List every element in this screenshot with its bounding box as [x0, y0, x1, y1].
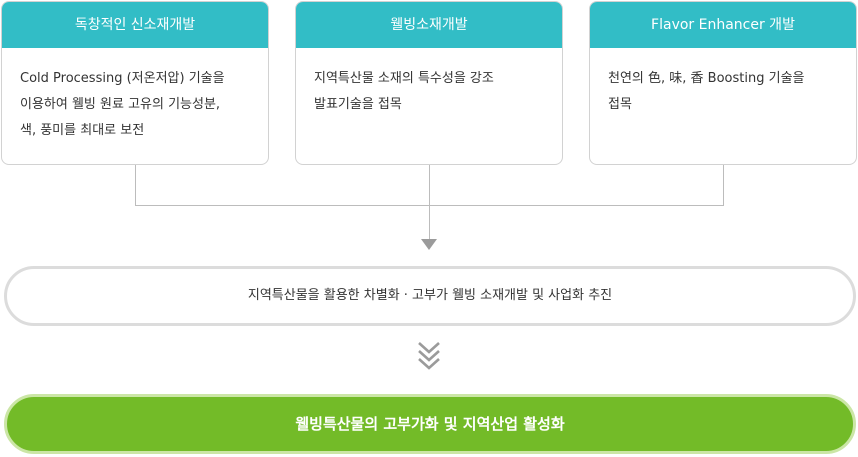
- strategy-box: 지역특산물을 활용한 차별화 · 고부가 웰빙 소재개발 및 사업화 추진: [4, 266, 856, 326]
- card-title: 독창적인 신소재개발: [2, 2, 268, 48]
- card-title: 웰빙소재개발: [296, 2, 562, 48]
- card-wellbeing-material: 웰빙소재개발 지역특산물 소재의 특수성을 강조 발표기술을 접목: [295, 1, 563, 165]
- card-line: 지역특산물 소재의 특수성을 강조: [314, 71, 494, 86]
- goal-box: 웰빙특산물의 고부가화 및 지역산업 활성화: [4, 394, 856, 454]
- card-line: Cold Processing (저온저압) 기술을: [20, 71, 225, 86]
- arrow-down-icon: [421, 239, 437, 250]
- card-flavor-enhancer: Flavor Enhancer 개발 천연의 色, 味, 香 Boosting …: [589, 1, 857, 165]
- connector-left: [135, 165, 136, 206]
- card-title: Flavor Enhancer 개발: [590, 2, 856, 48]
- card-line: 이용하여 웰빙 원료 고유의 기능성분,: [20, 97, 221, 112]
- card-line: 발표기술을 접목: [314, 97, 402, 112]
- card-description: 지역특산물 소재의 특수성을 강조 발표기술을 접목: [296, 48, 562, 118]
- connector-center: [429, 165, 430, 240]
- card-original-material: 독창적인 신소재개발 Cold Processing (저온저압) 기술을 이용…: [1, 1, 269, 165]
- chevron-down-icon: [418, 358, 440, 370]
- connector-right: [723, 165, 724, 206]
- chevron-down-icon: [418, 350, 440, 362]
- card-line: 접목: [608, 97, 632, 112]
- card-line: 천연의 色, 味, 香 Boosting 기술을: [608, 71, 805, 86]
- connector-horizontal: [135, 205, 724, 206]
- chevron-down-icon: [418, 342, 440, 354]
- card-line: 색, 풍미를 최대로 보전: [20, 123, 145, 138]
- card-description: 천연의 色, 味, 香 Boosting 기술을 접목: [590, 48, 856, 118]
- card-description: Cold Processing (저온저압) 기술을 이용하여 웰빙 원료 고유…: [2, 48, 268, 144]
